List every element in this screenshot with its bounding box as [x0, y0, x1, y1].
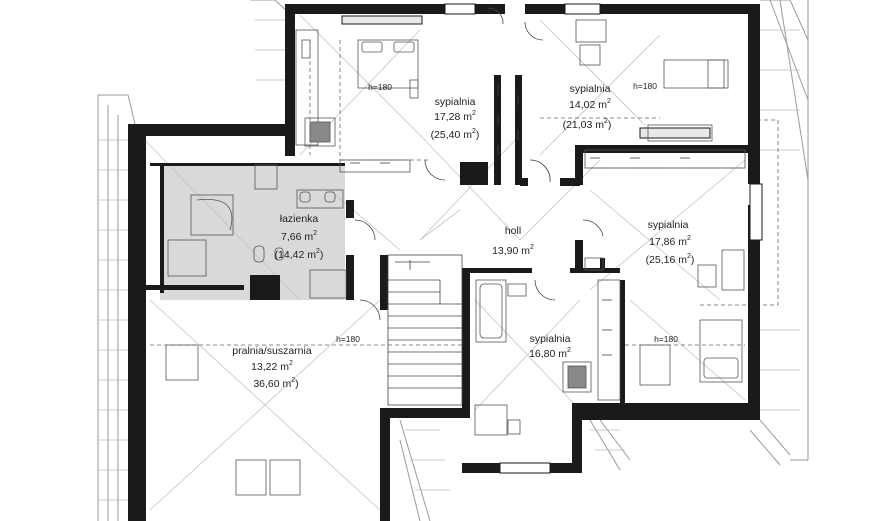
- room-label-bedroom-2: sypialnia 14,02 m2 (21,03 m2) h=180: [563, 81, 658, 131]
- room-usable-area: (21,03 m2): [563, 118, 612, 131]
- room-name: sypialnia: [435, 96, 476, 108]
- roof-hatching-left: [98, 19, 285, 501]
- room-label-bathroom: łazienka 7,66 m2 (14,42 m2): [275, 213, 324, 261]
- roof-outline: [97, 0, 809, 521]
- ceiling-height-label: h=180: [368, 82, 392, 92]
- staircase: [387, 254, 463, 406]
- ceiling-height-label: h=180: [654, 334, 678, 344]
- room-area: 17,28 m2: [434, 110, 476, 123]
- room-name: holl: [505, 225, 521, 237]
- room-name: sypialnia: [648, 219, 689, 231]
- room-label-bedroom-3: sypialnia 17,86 m2 (25,16 m2) h=180: [646, 219, 695, 344]
- room-label-hall: holl 13,90 m2: [492, 225, 534, 257]
- room-label-bedroom-4: sypialnia 16,80 m2: [529, 333, 571, 360]
- room-area: 14,02 m2: [569, 98, 611, 111]
- room-name: sypialnia: [570, 83, 611, 95]
- room-name: łazienka: [280, 213, 319, 225]
- room-area: 13,22 m2: [251, 360, 293, 373]
- furniture: [165, 19, 746, 496]
- door-swings: [354, 7, 604, 321]
- walls: [128, 4, 760, 521]
- wardrobe-marks: [350, 85, 690, 356]
- roof-hatching-right: [405, 29, 800, 491]
- ceiling-height-label: h=180: [336, 334, 360, 344]
- room-area: 17,86 m2: [649, 235, 691, 248]
- room-label-laundry: pralnia/suszarnia 13,22 m2 36,60 m2) h=1…: [232, 334, 360, 390]
- room-usable-area: (25,40 m2): [431, 128, 480, 141]
- room-name: pralnia/suszarnia: [232, 345, 312, 357]
- room-name: sypialnia: [530, 333, 571, 345]
- room-usable-area: (25,16 m2): [646, 253, 695, 266]
- room-area: 13,90 m2: [492, 244, 534, 257]
- room-area: 16,80 m2: [529, 347, 571, 360]
- room-usable-area: (14,42 m2): [275, 248, 324, 261]
- room-area: 7,66 m2: [281, 230, 317, 243]
- room-label-bedroom-1: sypialnia 17,28 m2 (25,40 m2) h=180: [368, 82, 479, 141]
- ceiling-height-label: h=180: [633, 81, 657, 91]
- windows: [341, 3, 763, 474]
- room-usable-area: 36,60 m2): [253, 377, 298, 390]
